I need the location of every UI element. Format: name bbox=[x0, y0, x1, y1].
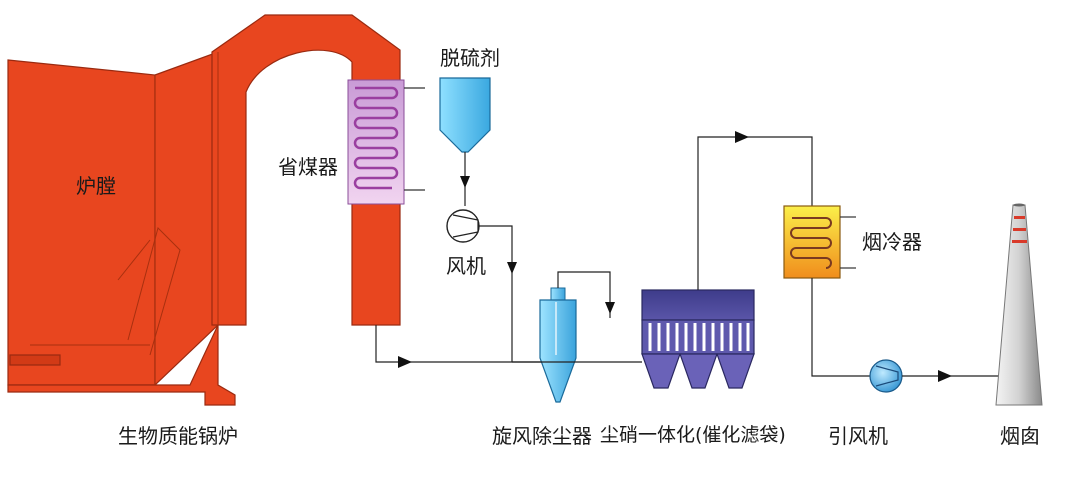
chimney-label: 烟囱 bbox=[1000, 424, 1040, 448]
desulfurizer-label: 脱硫剂 bbox=[440, 46, 500, 70]
furnace-label: 炉膛 bbox=[76, 174, 116, 198]
cyclone-separator bbox=[539, 287, 577, 403]
boiler-shape bbox=[7, 14, 401, 406]
fan-icon bbox=[446, 209, 480, 243]
boiler-label: 生物质能锅炉 bbox=[118, 424, 238, 448]
economizer-coil bbox=[353, 86, 399, 190]
integrated-filter-label: 尘硝一体化(催化滤袋) bbox=[600, 424, 786, 446]
cyclone-label: 旋风除尘器 bbox=[492, 424, 592, 448]
desulfurizer-hopper bbox=[439, 77, 491, 153]
flue-gas-cooler bbox=[783, 205, 856, 279]
flow-arrow-icon bbox=[398, 356, 412, 368]
induced-fan-label: 引风机 bbox=[828, 424, 888, 448]
chimney bbox=[995, 203, 1043, 406]
flue-cooler-label: 烟冷器 bbox=[862, 230, 922, 254]
fan-label: 风机 bbox=[446, 254, 486, 278]
induced-fan-icon bbox=[869, 359, 903, 393]
boiler-detail-lines bbox=[30, 52, 219, 385]
economizer bbox=[347, 79, 425, 205]
economizer-label: 省煤器 bbox=[278, 155, 338, 179]
integrated-filter bbox=[641, 289, 755, 389]
